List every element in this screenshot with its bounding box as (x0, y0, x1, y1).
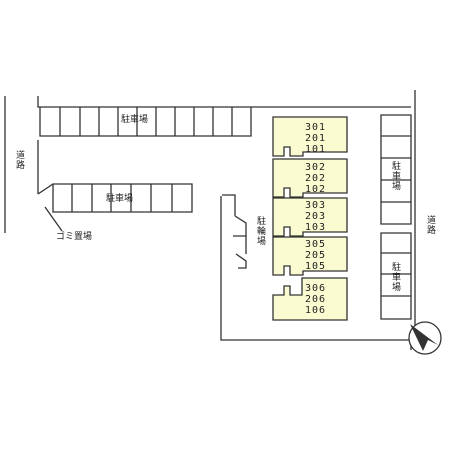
parking-label-right-lower: 駐車場 (390, 262, 400, 292)
north-arrow-icon (408, 321, 442, 355)
property-boundary-top (37, 96, 411, 108)
parking-label-right-upper: 駐車場 (390, 161, 400, 191)
road-label-right: 道路 (425, 215, 435, 235)
unit-room-numbers: 301 201 101 (305, 122, 326, 155)
room-number: 103 (305, 222, 327, 233)
parking-stalls-right-upper (380, 114, 412, 225)
building-unit (272, 116, 348, 157)
building-unit (272, 277, 348, 321)
unit-room-numbers: 302 202 102 (305, 162, 326, 195)
unit-room-numbers: 306 206 106 (305, 283, 326, 316)
bicycle-parking-area (222, 194, 247, 269)
parking-stalls-middle (52, 183, 193, 213)
garbage-label: ゴミ置場 (56, 232, 93, 242)
parking-stalls-top (39, 107, 252, 137)
room-number: 105 (305, 261, 327, 272)
room-number: 303 (305, 200, 327, 211)
parking-label-middle: 駐車場 (106, 194, 134, 204)
unit-room-numbers: 305 205 105 (305, 239, 326, 272)
building-unit (272, 158, 348, 198)
room-number: 302 (305, 162, 327, 173)
parking-label-top: 駐車場 (121, 115, 149, 125)
building-unit (272, 197, 348, 237)
room-number: 201 (305, 133, 327, 144)
building-unit (272, 236, 348, 276)
room-number: 206 (305, 294, 327, 305)
room-number: 106 (305, 305, 327, 316)
room-number: 306 (305, 283, 327, 294)
bicycle-parking-label: 駐輪場 (255, 216, 265, 246)
apartment-building (272, 116, 348, 321)
road-label-left: 道路 (14, 150, 24, 170)
room-number: 301 (305, 122, 327, 133)
room-number: 202 (305, 173, 327, 184)
room-number: 102 (305, 184, 327, 195)
room-number: 205 (305, 250, 327, 261)
room-number: 101 (305, 144, 327, 155)
room-number: 203 (305, 211, 327, 222)
room-number: 305 (305, 239, 327, 250)
unit-room-numbers: 303 203 103 (305, 200, 326, 233)
garbage-area (37, 183, 63, 232)
parking-stalls-right-lower (380, 232, 412, 320)
